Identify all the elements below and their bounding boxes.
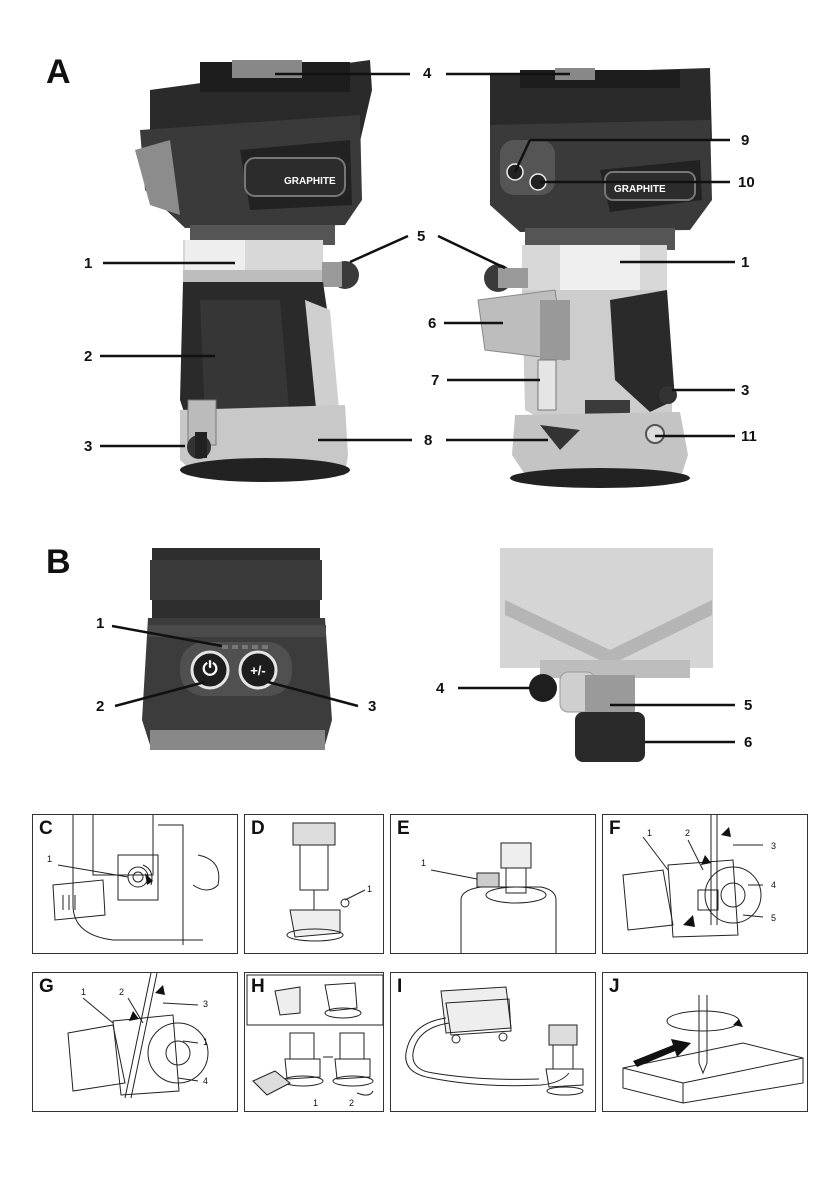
panel-f-drawing [603, 815, 808, 954]
panel-j: J [602, 972, 808, 1112]
panel-j-letter: J [609, 977, 620, 996]
panel-d-drawing [245, 815, 384, 954]
panel-h: H 1 2 [244, 972, 384, 1112]
panel-e: E 1 [390, 814, 596, 954]
push-arrow-icon [633, 1039, 691, 1067]
panel-g: G 1 2 3 1 4 [32, 972, 238, 1112]
panel-h-label-2: 2 [349, 1099, 354, 1108]
panel-g-label-3: 3 [203, 1000, 208, 1009]
callout-b-4: 4 [436, 681, 444, 696]
panel-c: C 1 [32, 814, 238, 954]
rotate-arrow-icon [667, 1011, 739, 1031]
panel-i-drawing [391, 973, 596, 1112]
callout-b-6: 6 [744, 735, 752, 750]
panel-d: D 1 [244, 814, 384, 954]
panel-g-label-4: 4 [203, 1077, 208, 1086]
callout-b-5: 5 [744, 698, 752, 713]
panel-f-label-4: 4 [771, 881, 776, 890]
panel-f-letter: F [609, 819, 621, 838]
panel-c-label-1: 1 [47, 855, 52, 864]
panel-e-letter: E [397, 819, 410, 838]
panel-e-drawing [391, 815, 596, 954]
panel-d-letter: D [251, 819, 265, 838]
panel-c-letter: C [39, 819, 53, 838]
panel-c-drawing [33, 815, 238, 954]
panel-i-letter: I [397, 977, 402, 996]
panel-f-label-5: 5 [771, 914, 776, 923]
panel-f-label-2: 2 [685, 829, 690, 838]
panel-d-label-1: 1 [367, 885, 372, 894]
panel-g-label-1: 1 [81, 988, 86, 997]
panel-e-label-1: 1 [421, 859, 426, 868]
panel-j-drawing [603, 973, 808, 1112]
panel-g-label-1b: 1 [203, 1038, 208, 1047]
panel-h-drawing [245, 973, 384, 1112]
panel-i: I [390, 972, 596, 1112]
panel-h-letter: H [251, 977, 265, 996]
panel-g-label-2: 2 [119, 988, 124, 997]
panel-f-label-3: 3 [771, 842, 776, 851]
panel-g-letter: G [39, 977, 54, 996]
panel-f-label-1: 1 [647, 829, 652, 838]
panel-h-label-1: 1 [313, 1099, 318, 1108]
panel-f: F 1 2 3 4 5 [602, 814, 808, 954]
